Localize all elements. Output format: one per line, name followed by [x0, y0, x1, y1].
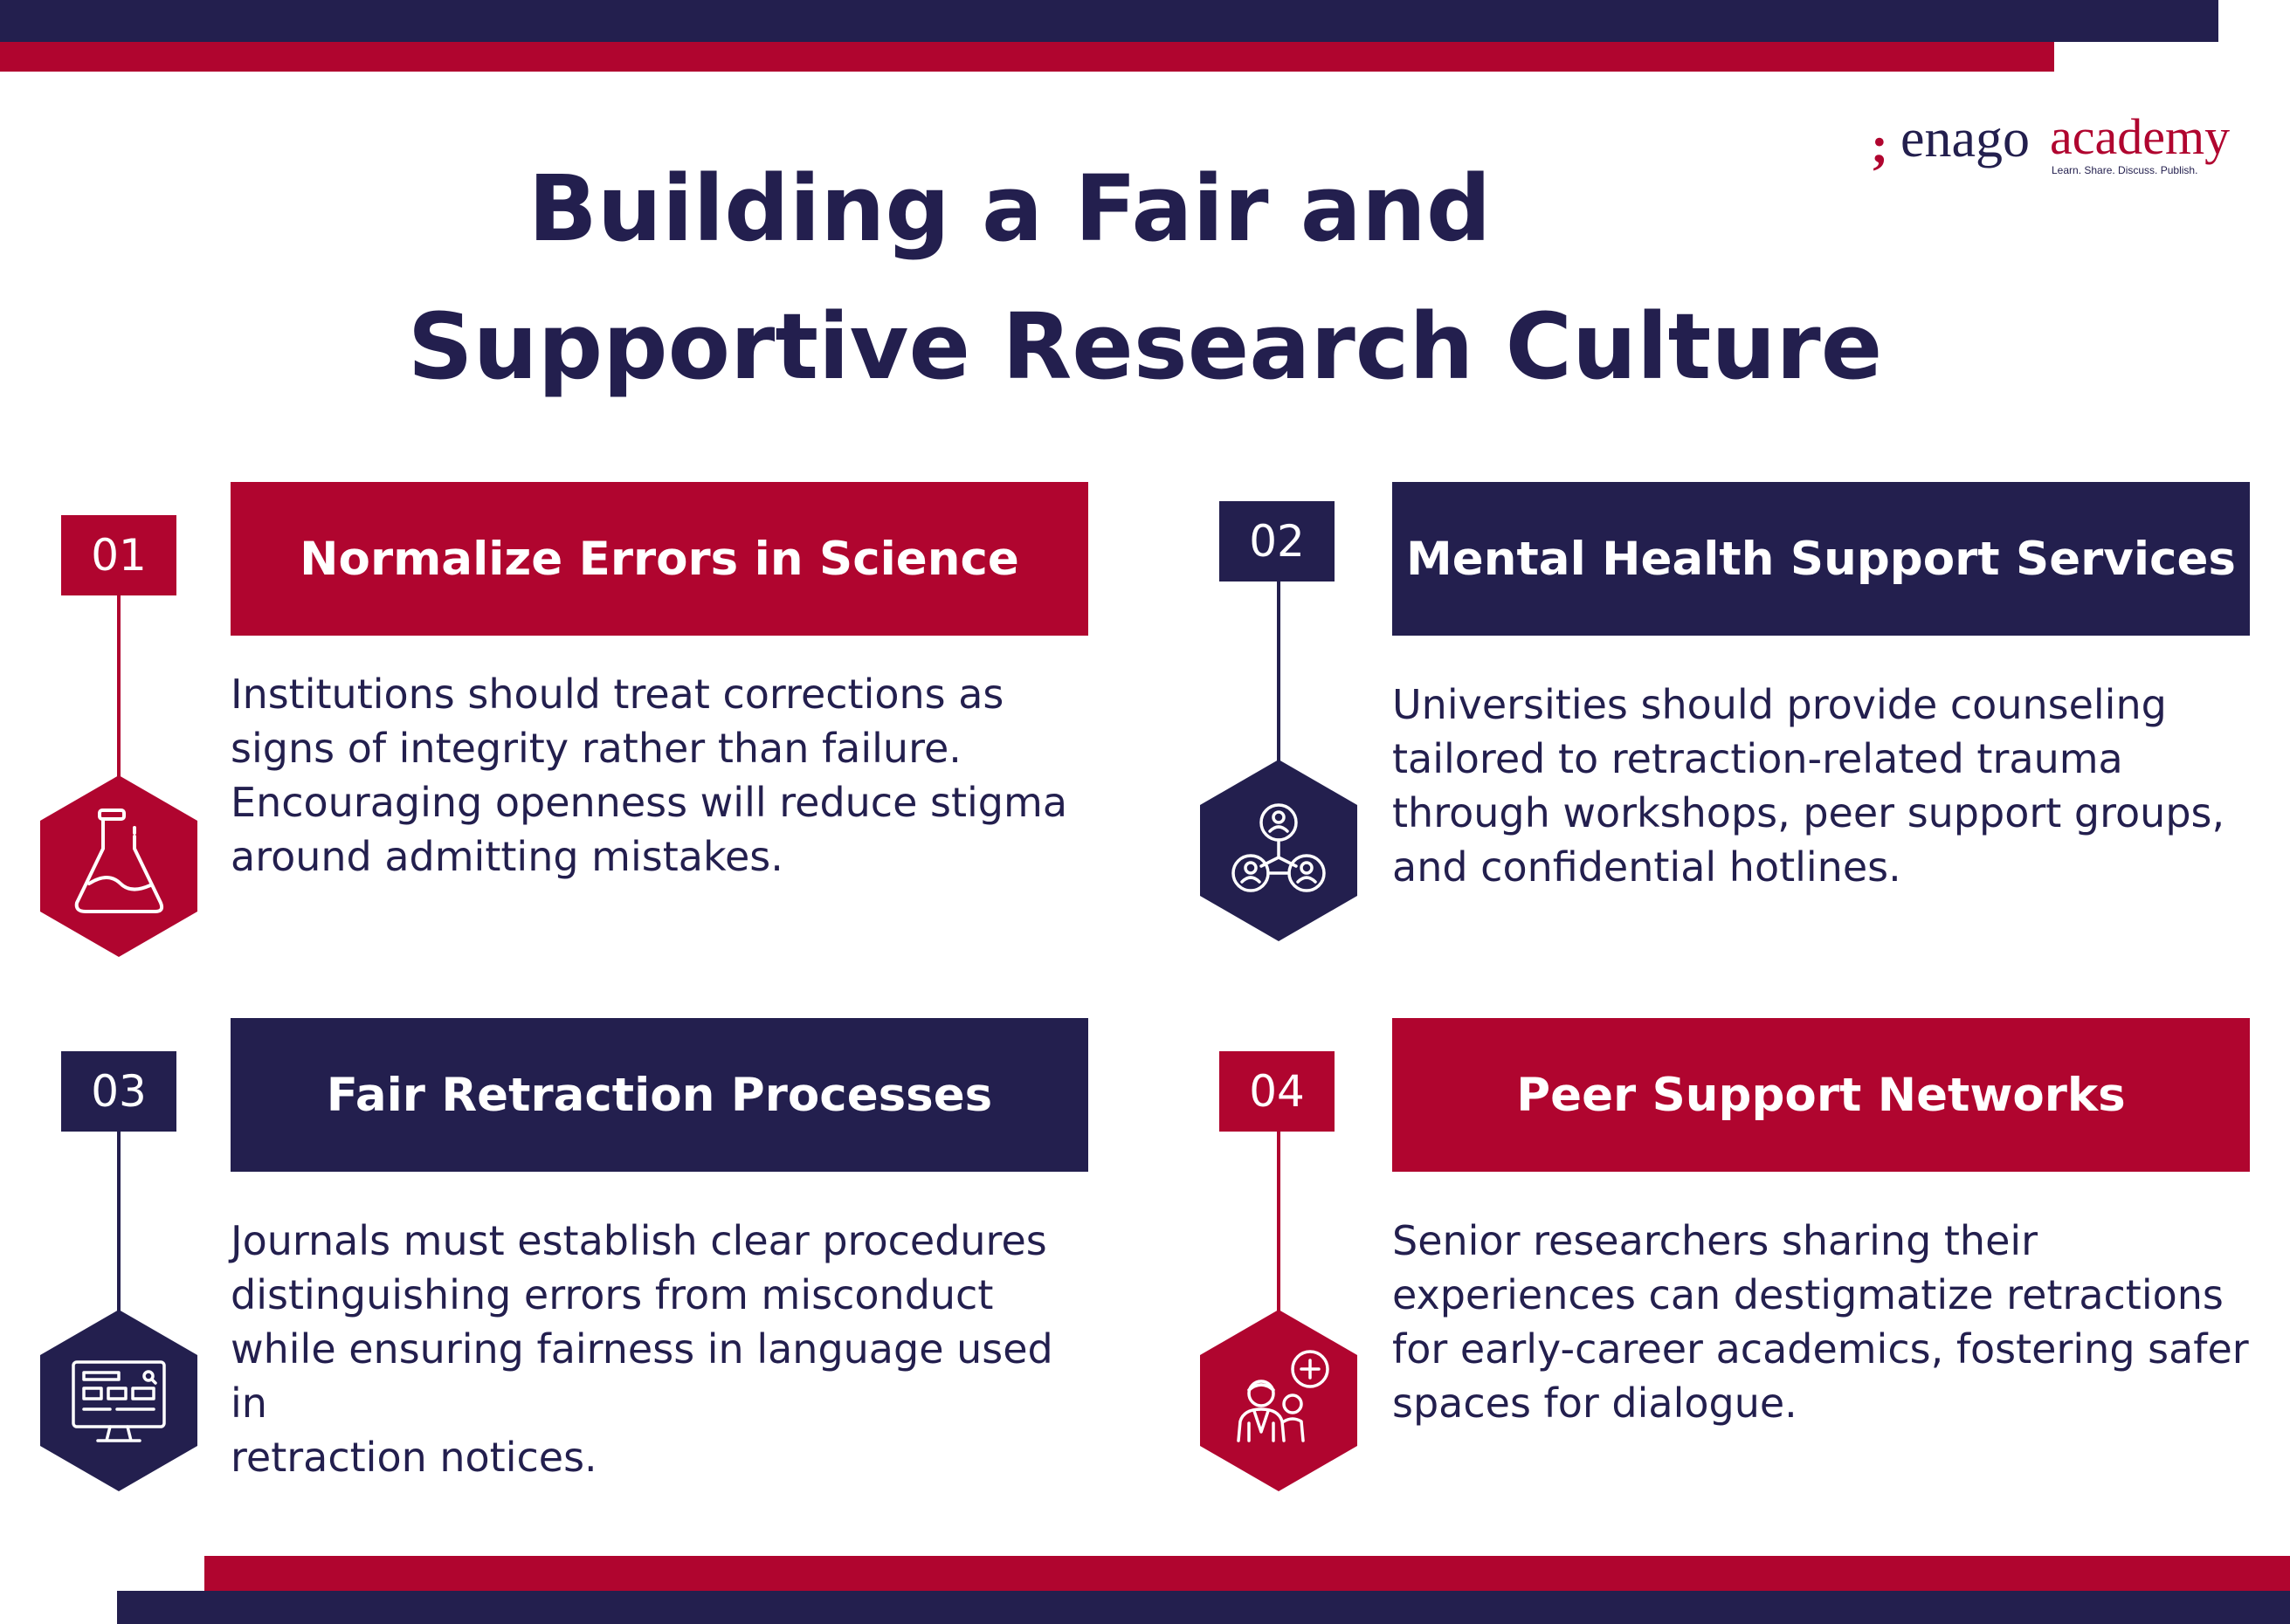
people-network-icon	[1231, 803, 1326, 892]
card-2-text-line: tailored to retraction-related trauma	[1392, 735, 2123, 782]
card-4-hexagon	[1200, 1310, 1357, 1491]
card-3-header: Fair Retraction Processes	[231, 1018, 1088, 1172]
page-title: Building a Fair and Supportive Research …	[0, 140, 2290, 416]
card-2-hexagon	[1200, 760, 1357, 941]
card-2-header: Mental Health Support Services	[1392, 482, 2250, 636]
card-2-connector	[1277, 581, 1280, 765]
card-1-header: Normalize Errors in Science	[231, 482, 1088, 636]
bottom-bar-navy	[117, 1591, 2290, 1624]
card-1-connector	[117, 595, 121, 779]
logo-tagline: Learn. Share. Discuss. Publish.	[2052, 164, 2198, 176]
card-1-text-line: signs of integrity rather than failure.	[231, 725, 962, 772]
flask-icon	[74, 809, 164, 913]
title-line-2: Supportive Research Culture	[407, 293, 1883, 400]
bottom-bar-red	[204, 1556, 2290, 1591]
top-bar-red	[0, 42, 2054, 72]
card-1-text: Institutions should treat corrections as…	[231, 667, 1095, 884]
card-2-text-line: through workshops, peer support groups,	[1392, 789, 2225, 836]
card-4-number: 04	[1219, 1051, 1335, 1132]
card-1-text-line: around admitting mistakes.	[231, 833, 783, 880]
card-3-text-line: retraction notices.	[231, 1434, 597, 1481]
card-2-number: 02	[1219, 501, 1335, 581]
card-1-number: 01	[61, 515, 176, 595]
card-1-hexagon	[40, 775, 197, 957]
card-4-text-line: Senior researchers sharing their	[1392, 1217, 2038, 1264]
card-4-header: Peer Support Networks	[1392, 1018, 2250, 1172]
card-3-text-line: distinguishing errors from misconduct	[231, 1271, 994, 1318]
enago-academy-logo: ; enago academy Learn. Share. Discuss. P…	[1871, 108, 2238, 177]
card-2-text: Universities should provide counseling t…	[1392, 678, 2257, 894]
card-3-text-line: while ensuring fairness in language used…	[231, 1325, 1053, 1427]
card-3-hexagon	[40, 1310, 197, 1491]
card-1-text-line: Encouraging openness will reduce stigma	[231, 779, 1068, 826]
doctor-support-icon	[1237, 1350, 1329, 1442]
card-1-text-line: Institutions should treat corrections as	[231, 671, 1004, 718]
logo-brand: enago	[1900, 109, 2031, 169]
title-line-1: Building a Fair and	[528, 155, 1492, 262]
logo-mark: ;	[1871, 116, 1888, 174]
card-3-text-line: Journals must establish clear procedures	[231, 1217, 1047, 1264]
card-4-text-line: for early-career academics, fostering sa…	[1392, 1325, 2249, 1373]
logo-name: academy	[2050, 108, 2231, 165]
card-2-text-line: and confidential hotlines.	[1392, 843, 1901, 891]
monitor-dashboard-icon	[72, 1360, 166, 1442]
card-4-connector	[1277, 1132, 1280, 1315]
card-3-text: Journals must establish clear procedures…	[231, 1214, 1095, 1484]
card-4-text: Senior researchers sharing their experie…	[1392, 1214, 2257, 1430]
card-2-text-line: Universities should provide counseling	[1392, 681, 2167, 728]
top-bar-navy	[0, 0, 2218, 42]
card-4-text-line: experiences can destigmatize retractions	[1392, 1271, 2224, 1318]
card-3-number: 03	[61, 1051, 176, 1132]
card-4-text-line: spaces for dialogue.	[1392, 1380, 1797, 1427]
card-3-connector	[117, 1132, 121, 1315]
